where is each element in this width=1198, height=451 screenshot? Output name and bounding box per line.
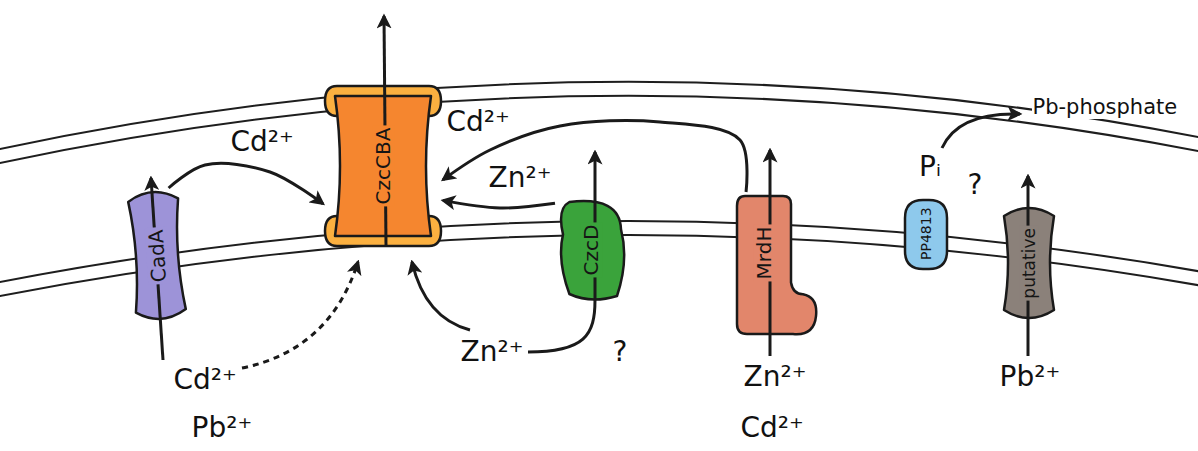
mrdH-transporter: MrdH: [733, 192, 820, 338]
flux-arrow: [1027, 176, 1030, 356]
ion-label: Pb²⁺: [999, 361, 1062, 393]
flux-arrow: [942, 114, 1020, 148]
membrane-line: [0, 82, 1198, 150]
flux-arrow: [769, 150, 772, 356]
protein-name: PP4813: [918, 206, 933, 263]
question-mark: ?: [967, 169, 984, 201]
ion-label: Cd²⁺: [173, 364, 238, 396]
protein-name: putative: [1020, 226, 1039, 301]
efflux-complex: CzcCBA: [323, 80, 443, 252]
protein-name: MrdH: [754, 225, 776, 282]
label-holder: Cd²⁺: [230, 126, 295, 158]
flux-arrow: [384, 16, 386, 246]
label-holder: ?: [612, 336, 629, 368]
ion-label: Cd²⁺: [740, 412, 805, 444]
protein-outline: [905, 200, 947, 269]
label-holder: Zn²⁺: [488, 162, 553, 194]
flux-arrow: [242, 262, 358, 368]
protein-outline: [335, 96, 431, 236]
edge-label: Zn²⁺: [488, 162, 553, 194]
protein-name: CadA: [144, 226, 170, 284]
ion-label: Pb²⁺: [191, 412, 254, 444]
flux-arrow: [412, 262, 470, 330]
ion-label: Pᵢ: [918, 151, 942, 183]
label-holder: Pb-phosphate: [1032, 95, 1179, 119]
membrane-line: [0, 96, 1198, 164]
transport-arrow: [443, 200, 555, 208]
label-holder: Pb²⁺: [999, 361, 1062, 393]
edge-label: Cd²⁺: [230, 126, 295, 158]
protein-name: CzcCBA: [372, 126, 394, 207]
protein-outline: [737, 196, 816, 334]
label-holder: Pb²⁺: [191, 412, 254, 444]
ion-label: Zn²⁺: [460, 336, 525, 368]
label-holder: Cd²⁺: [740, 412, 805, 444]
protein-outline: [128, 190, 187, 320]
label-holder: Cd²⁺: [173, 364, 238, 396]
label-holder: Zn²⁺: [743, 361, 808, 393]
label-holder: Pᵢ: [918, 151, 942, 183]
label-holder: ?: [967, 169, 984, 201]
czcD-transporter: CzcD: [555, 198, 627, 302]
ion-label: Zn²⁺: [743, 361, 808, 393]
product-label: Pb-phosphate: [1032, 95, 1179, 119]
edge-label: Cd²⁺: [446, 106, 511, 138]
cadA-pump: CadA: [128, 188, 186, 323]
label-holder: Zn²⁺: [460, 336, 525, 368]
flux-arrow: [151, 178, 163, 360]
protein-outline: [561, 201, 624, 299]
label-holder: Cd²⁺: [446, 106, 511, 138]
protein-shape: [733, 192, 820, 338]
phosphatase-protein: PP4813: [905, 198, 947, 271]
transport-arrow: [169, 163, 323, 203]
protein-name: CzcD: [580, 223, 602, 278]
question-mark: ?: [612, 336, 629, 368]
